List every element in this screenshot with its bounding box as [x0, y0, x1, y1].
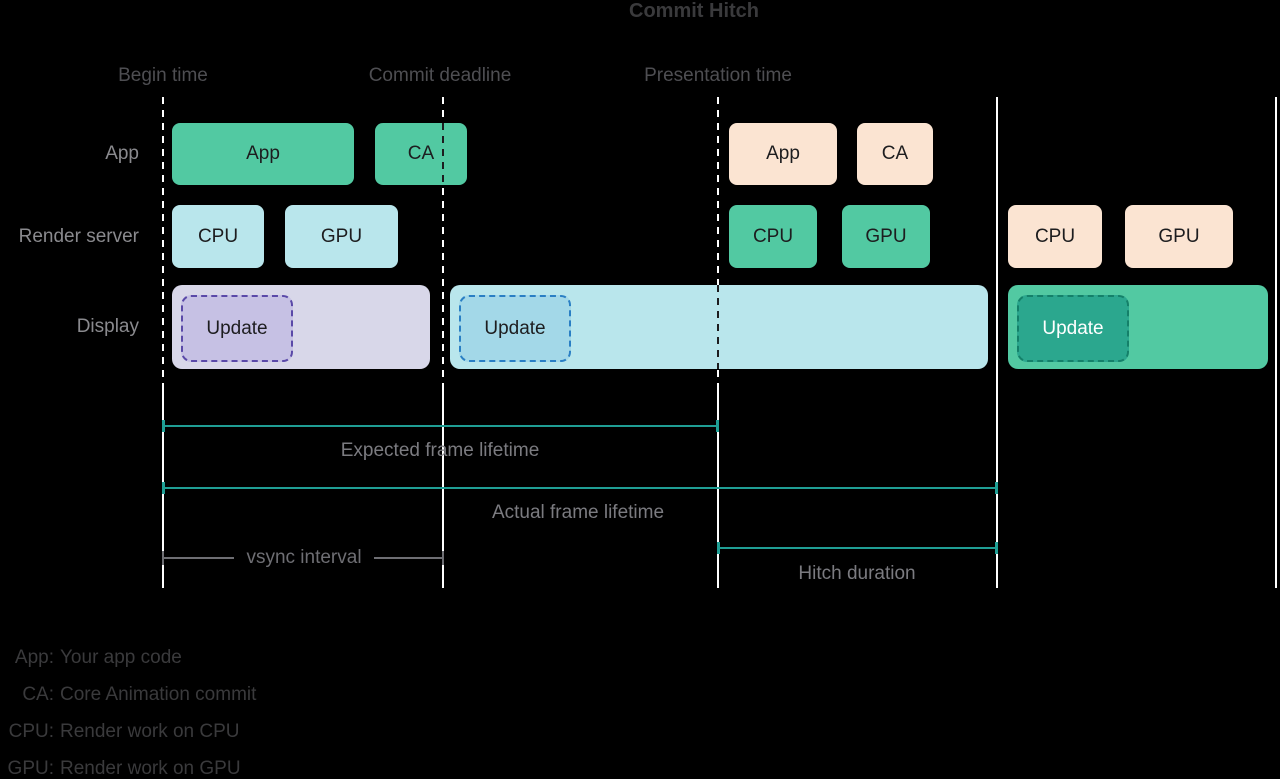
box-gpu-work-frame3: GPU — [1125, 205, 1233, 268]
vsync-tick-right — [442, 551, 444, 565]
legend-item-app: App: Your app code — [0, 646, 256, 683]
dash-overlay-commit-deadline — [442, 123, 444, 185]
display-update-frame2: Update — [1017, 295, 1129, 362]
box-cpu-work-frame3: CPU — [1008, 205, 1102, 268]
timeline-line-begin — [162, 97, 164, 388]
box-cpu-work-frame1: CPU — [172, 205, 264, 268]
hitch-duration-tick-left — [717, 542, 720, 554]
box-app-work-frame2: App — [729, 123, 837, 185]
vsync-interval-label: vsync interval — [246, 547, 362, 568]
actual-lifetime-tick-right — [995, 482, 998, 494]
actual-lifetime-tick-left — [162, 482, 165, 494]
expected-lifetime-tick-left — [162, 420, 165, 432]
legend-item-ca: CA: Core Animation commit — [0, 683, 256, 720]
timeline-line-next-vsync — [1275, 97, 1277, 588]
box-app-work-frame1: App — [172, 123, 354, 185]
legend-key-cpu: CPU: — [8, 721, 54, 742]
timeline-line-actual-presentation — [996, 97, 998, 588]
box-ca-commit-frame1: CA — [375, 123, 467, 185]
legend-desc-ca: Core Animation commit — [60, 684, 257, 705]
hitch-duration-line — [718, 547, 997, 549]
marker-label-begin-time: Begin time — [118, 65, 208, 86]
legend-desc-gpu: Render work on GPU — [60, 758, 241, 779]
timeline-line-commit-deadline — [442, 97, 444, 388]
marker-label-commit-deadline: Commit deadline — [368, 65, 512, 86]
legend-key-app: App: — [14, 647, 54, 668]
legend-key-gpu: GPU: — [7, 758, 54, 779]
actual-lifetime-line — [163, 487, 997, 489]
expected-lifetime-label: Expected frame lifetime — [340, 440, 540, 461]
legend-key-ca: CA: — [22, 684, 54, 705]
dash-overlay-presentation — [717, 285, 719, 369]
row-label-display: Display — [76, 316, 139, 337]
legend-desc-cpu: Render work on CPU — [60, 721, 240, 742]
box-ca-commit-frame2: CA — [857, 123, 933, 185]
vsync-line-left — [164, 557, 234, 559]
timeline-line-presentation — [717, 97, 719, 388]
display-bar-frame1-stretched: Update — [450, 285, 988, 369]
hitch-duration-label: Hitch duration — [798, 563, 916, 584]
box-gpu-work-frame2: GPU — [842, 205, 930, 268]
display-update-frame0: Update — [181, 295, 293, 362]
vsync-line-right — [374, 557, 442, 559]
row-label-app: App — [105, 143, 139, 164]
expected-lifetime-line — [163, 425, 719, 427]
row-label-render-server: Render server — [18, 226, 139, 247]
diagram-title: Commit Hitch — [629, 0, 759, 22]
vsync-tick-left — [162, 551, 164, 565]
legend-item-cpu: CPU: Render work on CPU — [0, 720, 256, 757]
display-update-frame1: Update — [459, 295, 571, 362]
display-bar-frame0: Update — [172, 285, 430, 369]
marker-label-presentation-time: Presentation time — [644, 65, 792, 86]
box-cpu-work-frame2: CPU — [729, 205, 817, 268]
legend-desc-app: Your app code — [60, 647, 182, 668]
legend-item-gpu: GPU: Render work on GPU — [0, 757, 256, 779]
hitch-duration-tick-right — [995, 542, 998, 554]
display-bar-frame2: Update — [1008, 285, 1268, 369]
actual-lifetime-label: Actual frame lifetime — [491, 502, 665, 523]
legend: App: Your app code CA: Core Animation co… — [0, 646, 257, 779]
expected-lifetime-tick-right — [716, 420, 719, 432]
box-gpu-work-frame1: GPU — [285, 205, 398, 268]
